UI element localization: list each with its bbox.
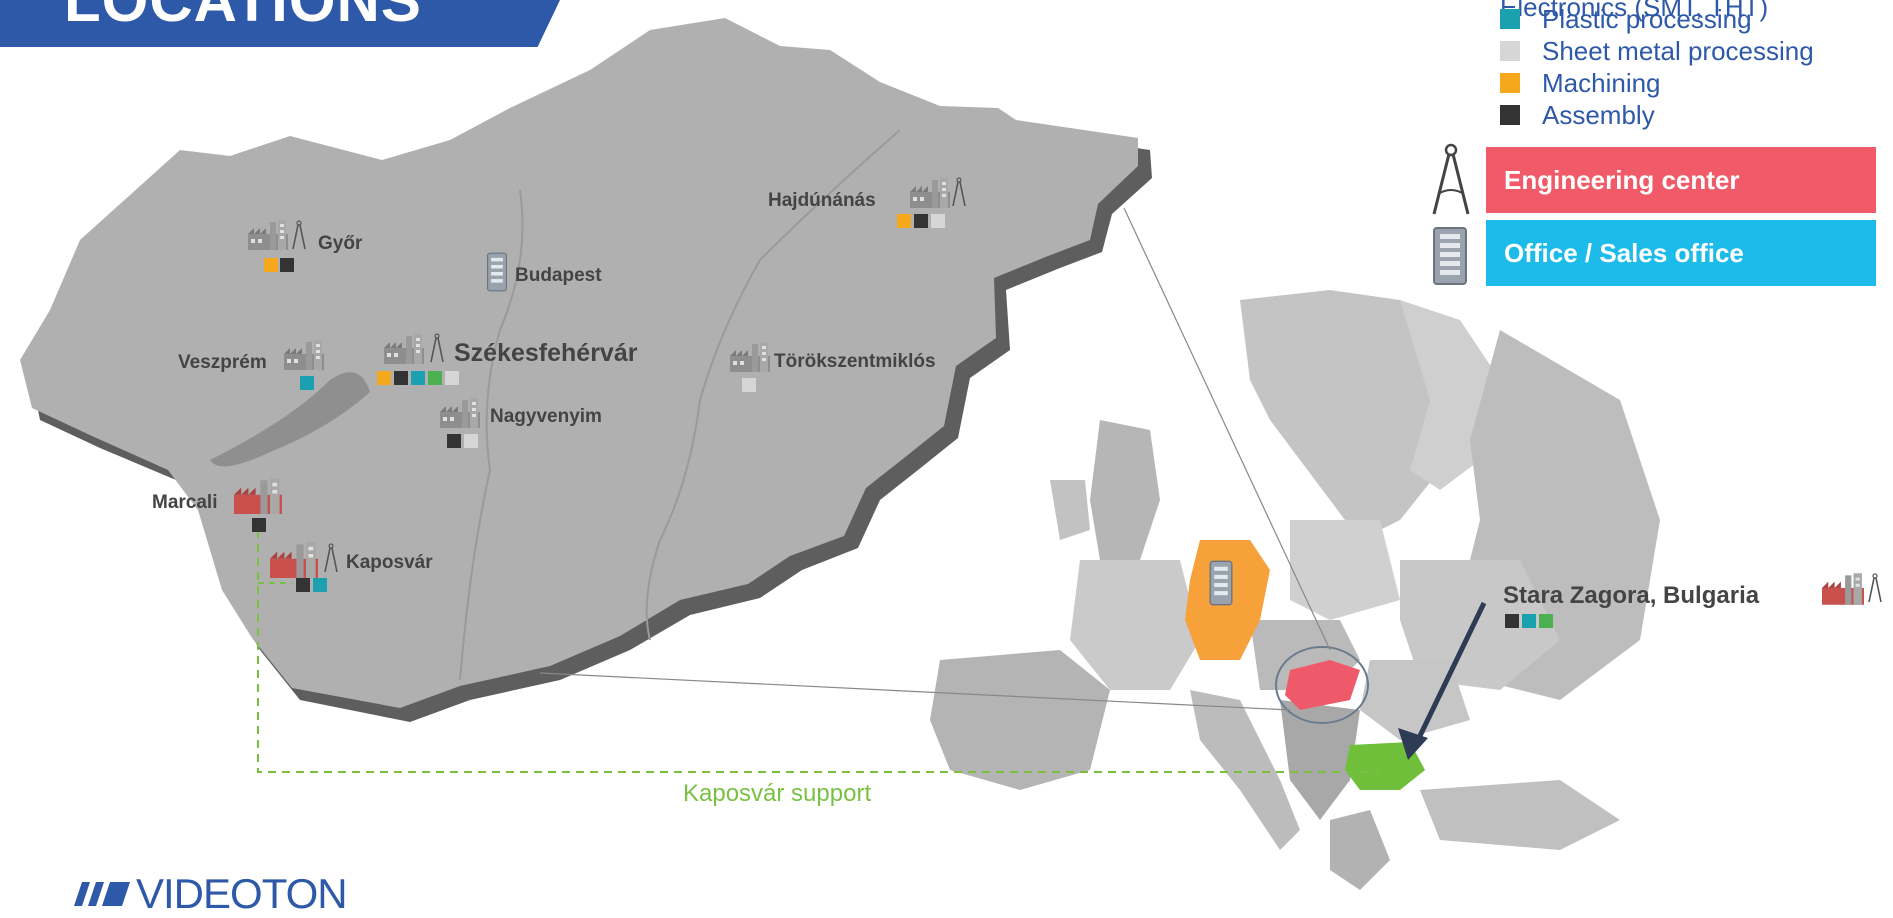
- greece-shape: [1330, 810, 1390, 890]
- compass-icon: [1868, 573, 1882, 603]
- city-label-nagyvenyim: Nagyvenyim: [490, 406, 602, 427]
- bulgaria-shape: [1345, 742, 1425, 790]
- office-icon: [486, 252, 508, 292]
- service-swatch: [377, 371, 391, 385]
- service-swatch: [280, 258, 294, 272]
- page-title: LOCATIONS: [64, 0, 422, 34]
- europe-map: [930, 290, 1660, 890]
- city-label-marcali: Marcali: [152, 492, 217, 513]
- bulgaria-arrow: [1415, 601, 1487, 742]
- uk-shape: [1090, 420, 1160, 560]
- legend-item-plastic: Plastic processing: [1500, 4, 1752, 34]
- river-tisza: [645, 129, 901, 641]
- legend-swatch-plastic: [1500, 9, 1520, 29]
- germany-office-icon: [1209, 560, 1233, 606]
- hungary-highlight: [1285, 660, 1360, 710]
- city-label-hajdunanas: Hajdúnánás: [768, 190, 876, 211]
- connector-top: [1123, 207, 1331, 651]
- legend-swatch-sheet-metal: [1500, 41, 1520, 61]
- river-danube: [459, 189, 524, 681]
- romania-shape: [1360, 660, 1470, 740]
- city-gyor: Győr: [248, 220, 363, 272]
- legend-label-machining: Machining: [1542, 67, 1661, 98]
- bulgaria-arrow-head: [1398, 728, 1428, 760]
- service-swatch: [742, 378, 756, 392]
- city-veszprem: Veszprém: [178, 340, 324, 390]
- office-building-icon: [1433, 227, 1467, 285]
- service-swatch: [428, 371, 442, 385]
- legend-item-machining: Machining: [1500, 68, 1661, 98]
- service-swatch: [252, 518, 266, 532]
- legend-item-assembly: Assembly: [1500, 100, 1655, 130]
- connector-bottom: [539, 672, 1291, 711]
- title-banner: LOCATIONS: [0, 0, 560, 47]
- kaposvar-support-line: [257, 530, 1379, 773]
- city-label-szekesfehervar: Székesfehérvár: [454, 339, 638, 367]
- balkans-shape: [1280, 700, 1360, 820]
- factory-icon: [1822, 573, 1864, 605]
- city-label-torokszentmiklos: Törökszentmiklós: [774, 351, 936, 372]
- italy-shape: [1190, 690, 1300, 850]
- city-marcali: Marcali: [152, 478, 282, 532]
- service-swatch: [464, 434, 478, 448]
- logo-stripes-icon: [74, 882, 130, 906]
- office-sales-box: Office / Sales office: [1486, 220, 1876, 286]
- service-swatch: [445, 371, 459, 385]
- lake-balaton: [210, 372, 370, 467]
- turkey-shape: [1420, 780, 1620, 850]
- engineering-center-box: Engineering center: [1486, 147, 1876, 213]
- site-label-stara-zagora: Stara Zagora, Bulgaria: [1503, 582, 1760, 609]
- logo-text: VIDEOTON: [136, 870, 348, 917]
- videoton-logo: VIDEOTON: [72, 870, 348, 917]
- service-swatch: [264, 258, 278, 272]
- scandinavia-shape: [1240, 290, 1470, 540]
- legend-swatch-machining: [1500, 73, 1520, 93]
- office-sales-label: Office / Sales office: [1504, 237, 1744, 268]
- service-swatch: [447, 434, 461, 448]
- hungary-map: [20, 18, 1138, 708]
- service-swatch: [296, 578, 310, 592]
- ireland-shape: [1050, 480, 1090, 540]
- city-szekesfehervar: Székesfehérvár: [377, 333, 638, 385]
- legend-label-assembly: Assembly: [1542, 99, 1655, 130]
- service-swatch: [897, 214, 911, 228]
- site-stara-zagora: Stara Zagora, Bulgaria: [1503, 573, 1882, 628]
- service-swatch: [1505, 614, 1519, 628]
- engineering-center-label: Engineering center: [1504, 164, 1740, 195]
- service-swatch: [394, 371, 408, 385]
- legend-item-partial: Electronics (SMT, THT): [1500, 0, 1768, 22]
- legend-item-sheet-metal: Sheet metal processing: [1500, 36, 1814, 66]
- hungary-ring: [1275, 646, 1369, 724]
- city-label-veszprem: Veszprém: [178, 352, 267, 373]
- legend-partial-label: Electronics (SMT, THT): [1500, 0, 1769, 22]
- city-budapest: Budapest: [486, 252, 602, 292]
- city-hajdunanas: Hajdúnánás: [768, 177, 966, 228]
- france-shape: [1070, 560, 1200, 690]
- city-nagyvenyim: Nagyvenyim: [440, 398, 602, 448]
- ukraine-shape: [1400, 560, 1560, 690]
- legend-swatch-assembly: [1500, 105, 1520, 125]
- legend-label-plastic: Plastic processing: [1542, 3, 1752, 34]
- kaposvar-support-label: Kaposvár support: [683, 780, 871, 807]
- service-swatch: [1522, 614, 1536, 628]
- service-swatch: [931, 214, 945, 228]
- city-label-gyor: Győr: [318, 233, 363, 254]
- service-swatch: [313, 578, 327, 592]
- service-swatch: [300, 376, 314, 390]
- city-label-kaposvar: Kaposvár: [346, 552, 433, 573]
- poland-shape: [1290, 520, 1400, 620]
- city-label-budapest: Budapest: [515, 265, 602, 286]
- service-swatch: [914, 214, 928, 228]
- service-swatch: [1539, 614, 1553, 628]
- legend-label-sheet-metal: Sheet metal processing: [1542, 35, 1814, 66]
- compass-icon: [1432, 143, 1470, 215]
- city-kaposvar: Kaposvár: [270, 542, 433, 592]
- service-swatch: [411, 371, 425, 385]
- city-torokszentmiklos: Törökszentmiklós: [730, 342, 936, 392]
- iberia-shape: [930, 650, 1110, 790]
